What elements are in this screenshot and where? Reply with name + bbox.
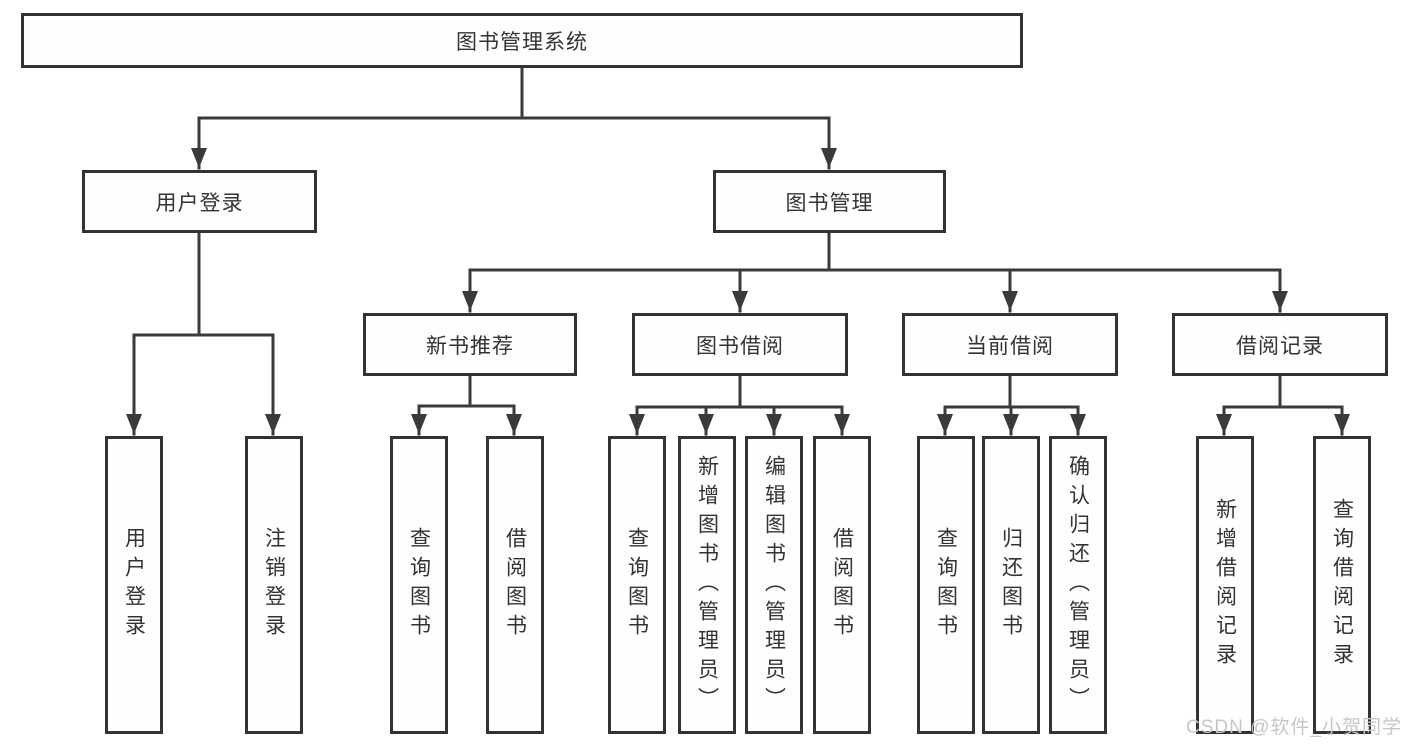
node-new-book-recommendation: 新书推荐 (363, 313, 577, 376)
node-system-root-label: 图书管理系统 (456, 30, 588, 54)
leaf-query-borrow-record: 查询借阅记录 (1313, 436, 1371, 734)
leaf-query-borrow-record-label: 查询借阅记录 (1330, 498, 1354, 672)
leaf-confirm-return-admin-label: 确认归还（管理员） (1066, 454, 1090, 716)
leaf-return-book: 归还图书 (982, 436, 1040, 734)
node-current-borrowing: 当前借阅 (902, 313, 1118, 376)
leaf-query-books-1-label: 查询图书 (407, 527, 431, 643)
leaf-add-book-admin-label: 新增图书（管理员） (695, 454, 719, 716)
leaf-borrow-books-1-label: 借阅图书 (503, 527, 527, 643)
node-borrowing-records-label: 借阅记录 (1236, 334, 1324, 358)
leaf-confirm-return-admin: 确认归还（管理员） (1049, 436, 1107, 734)
leaf-add-borrow-record-label: 新增借阅记录 (1213, 498, 1237, 672)
leaf-user-login: 用户登录 (105, 436, 163, 734)
leaf-user-login-label: 用户登录 (122, 527, 146, 643)
leaf-add-borrow-record: 新增借阅记录 (1196, 436, 1254, 734)
leaf-logout-label: 注销登录 (262, 527, 286, 643)
node-borrowing-records: 借阅记录 (1172, 313, 1388, 376)
node-current-borrowing-label: 当前借阅 (966, 334, 1054, 358)
leaf-borrow-books-2-label: 借阅图书 (830, 527, 854, 643)
leaf-edit-book-admin-label: 编辑图书（管理员） (762, 454, 786, 716)
leaf-edit-book-admin: 编辑图书（管理员） (745, 436, 803, 734)
leaf-query-books-1: 查询图书 (390, 436, 448, 734)
node-book-borrowing-label: 图书借阅 (696, 334, 784, 358)
node-system-root: 图书管理系统 (21, 13, 1023, 68)
leaf-return-book-label: 归还图书 (999, 527, 1023, 643)
leaf-logout: 注销登录 (245, 436, 303, 734)
leaf-query-books-3: 查询图书 (917, 436, 975, 734)
leaf-borrow-books-2: 借阅图书 (813, 436, 871, 734)
leaf-query-books-2-label: 查询图书 (625, 527, 649, 643)
node-new-book-recommendation-label: 新书推荐 (426, 334, 514, 358)
node-book-management-label: 图书管理 (785, 191, 874, 215)
leaf-add-book-admin: 新增图书（管理员） (678, 436, 736, 734)
node-user-login-label: 用户登录 (155, 191, 244, 215)
leaf-query-books-2: 查询图书 (608, 436, 666, 734)
leaf-borrow-books-1: 借阅图书 (486, 436, 544, 734)
node-user-login: 用户登录 (82, 170, 317, 233)
node-book-borrowing: 图书借阅 (632, 313, 848, 376)
leaf-query-books-3-label: 查询图书 (934, 527, 958, 643)
node-book-management: 图书管理 (713, 170, 946, 233)
